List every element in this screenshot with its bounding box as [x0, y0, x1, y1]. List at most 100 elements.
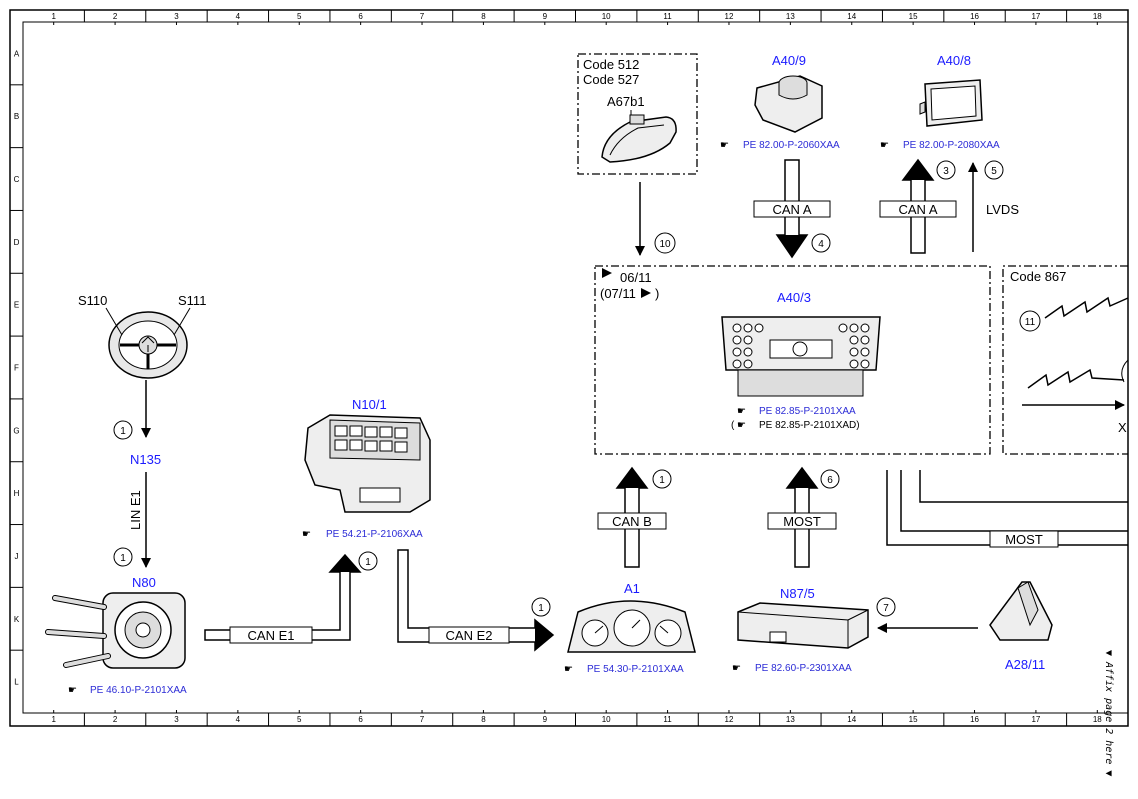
lvds-label: LVDS [986, 202, 1019, 217]
grid-row-label: C [14, 175, 20, 184]
rearview-mirror-icon [601, 114, 677, 163]
most-line-inner [900, 470, 1128, 532]
a1-label: A1 [624, 581, 640, 596]
most-label-2: MOST [1005, 532, 1043, 547]
marker-1-a1: 1 [538, 603, 544, 614]
grid-col-label-top: 12 [725, 12, 734, 21]
affix-page-note: ▼ Affix page 2 here ▼ [1103, 650, 1114, 776]
grid-col-label-top: 11 [663, 12, 672, 21]
ref-a40-9[interactable]: ☛ PE 82.00-P-2060XAA [720, 140, 840, 151]
grid-col-label-bottom: 12 [725, 715, 734, 724]
s110-label: S110 [78, 293, 107, 308]
grid-col-label-bottom: 16 [970, 715, 979, 724]
grid-row-label: K [14, 615, 20, 624]
grid-col-label-top: 14 [847, 12, 856, 21]
grid-col-label-bottom: 11 [663, 715, 672, 724]
svg-text:PE 82.85-P-2101XAD): PE 82.85-P-2101XAD) [759, 420, 860, 431]
svg-text:PE 82.60-P-2301XAA: PE 82.60-P-2301XAA [755, 663, 852, 674]
n135-label: N135 [130, 452, 161, 467]
marker-4: 4 [818, 239, 824, 250]
grid-col-label-bottom: 8 [481, 715, 486, 724]
telematics-module-icon [737, 602, 869, 649]
code-867-box [1002, 265, 1128, 455]
manual-ref-icon: ☛ [737, 420, 746, 431]
steering-column-module-icon [45, 592, 186, 669]
manual-ref-icon: ☛ [737, 406, 746, 417]
grid-col-label-top: 10 [602, 12, 611, 21]
s111-label: S111 [178, 293, 206, 308]
code-512-527-box [577, 53, 698, 175]
grid-col-label-bottom: 7 [420, 715, 425, 724]
grid-col-label-top: 15 [909, 12, 918, 21]
svg-text:PE 46.10-P-2101XAA: PE 46.10-P-2101XAA [90, 685, 187, 696]
grid-col-label-bottom: 10 [602, 715, 611, 724]
sheet-inner-frame [22, 21, 1129, 714]
grid-col-label-bottom: 15 [909, 715, 918, 724]
date-to: (07/11 [600, 286, 636, 301]
a28-11-label: A28/11 [1005, 657, 1045, 672]
grid-col-label-top: 16 [970, 12, 979, 21]
grid-col-label-top: 1 [51, 12, 56, 21]
svg-text:PE 82.00-P-2060XAA: PE 82.00-P-2060XAA [743, 140, 840, 151]
manual-ref-icon: ☛ [564, 664, 573, 675]
marker-6: 6 [827, 475, 833, 486]
grid-col-label-top: 9 [543, 12, 548, 21]
ref-n80[interactable]: ☛ PE 46.10-P-2101XAA [68, 685, 187, 696]
grid-col-label-top: 18 [1093, 12, 1102, 21]
manual-ref-icon: ☛ [68, 685, 77, 696]
wireless-signal-1 [1044, 296, 1129, 319]
grid-col-label-top: 4 [236, 12, 241, 21]
manual-ref-icon: ☛ [732, 663, 741, 674]
grid-col-label-bottom: 18 [1093, 715, 1102, 724]
instrument-cluster-icon [567, 600, 696, 653]
date-from: 06/11 [620, 270, 652, 285]
code-527-label: Code 527 [583, 72, 639, 87]
partial-x-label: X [1118, 420, 1127, 435]
grid-row-label: L [14, 678, 19, 687]
marker-11: 11 [1025, 317, 1036, 328]
grid-col-label-top: 13 [786, 12, 795, 21]
n80-label: N80 [132, 575, 156, 590]
grid-row-label: A [14, 49, 20, 58]
svg-text:PE 54.21-P-2106XAA: PE 54.21-P-2106XAA [326, 529, 423, 540]
marker-1-n80: 1 [120, 553, 126, 564]
can-e1-label: CAN E1 [248, 628, 295, 643]
grid-col-label-bottom: 9 [543, 715, 548, 724]
can-a-label-2: CAN A [898, 202, 937, 217]
display-screen-icon [919, 79, 983, 127]
a40-3-box [594, 265, 991, 455]
grid-col-label-bottom: 4 [236, 715, 241, 724]
grid-col-label-top: 5 [297, 12, 302, 21]
marker-7: 7 [883, 603, 889, 614]
a40-9-label: A40/9 [772, 53, 806, 68]
ref-a1[interactable]: ☛ PE 54.30-P-2101XAA [564, 664, 684, 675]
ref-a40-8[interactable]: ☛ PE 82.00-P-2080XAA [880, 140, 1000, 151]
manual-ref-icon: ☛ [880, 140, 889, 151]
grid-col-label-bottom: 3 [174, 715, 179, 724]
grid-col-label-bottom: 5 [297, 715, 302, 724]
ref-n10-1[interactable]: ☛ PE 54.21-P-2106XAA [302, 529, 423, 540]
svg-text:PE 82.00-P-2080XAA: PE 82.00-P-2080XAA [903, 140, 1000, 151]
can-b-label: CAN B [612, 514, 652, 529]
ref-a40-3[interactable]: ☛ PE 82.85-P-2101XAA [737, 406, 856, 417]
date-to-close: ) [655, 286, 659, 301]
grid-row-label: H [14, 489, 20, 498]
code-867-label: Code 867 [1010, 269, 1066, 284]
marker-1-n10: 1 [365, 557, 371, 568]
ref-n87-5[interactable]: ☛ PE 82.60-P-2301XAA [732, 663, 852, 674]
svg-text:PE 54.30-P-2101XAA: PE 54.30-P-2101XAA [587, 664, 684, 675]
marker-1-n135: 1 [120, 426, 126, 437]
grid-row-label: J [15, 552, 19, 561]
ref-a40-3-alt[interactable]: ( ☛ PE 82.85-P-2101XAD) [731, 420, 860, 431]
a67b1-label: A67b1 [607, 94, 645, 109]
marker-5: 5 [991, 166, 997, 177]
svg-text:(: ( [731, 420, 735, 431]
manual-ref-icon: ☛ [720, 140, 729, 151]
marker-3: 3 [943, 166, 949, 177]
marker-1-can-b: 1 [659, 475, 665, 486]
controller-knob-icon [754, 75, 823, 133]
grid-col-label-top: 6 [358, 12, 363, 21]
can-a-label-1: CAN A [772, 202, 811, 217]
grid-col-label-top: 8 [481, 12, 486, 21]
